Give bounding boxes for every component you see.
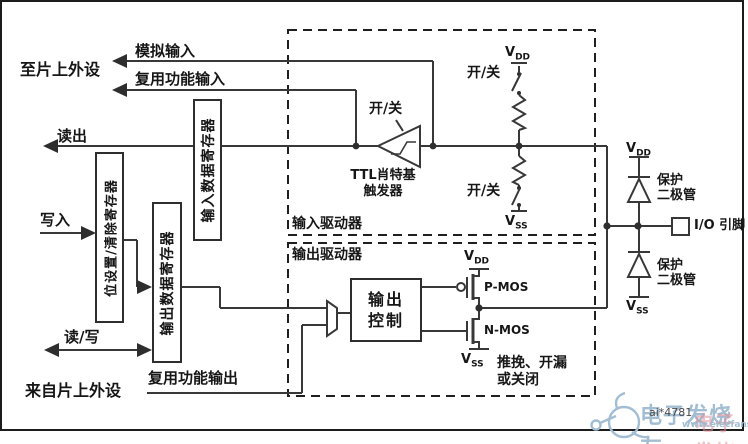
gate-bubble-icon bbox=[456, 282, 466, 292]
mux-symbol bbox=[326, 299, 338, 338]
node-dot bbox=[603, 222, 611, 230]
switch-top-icon bbox=[511, 72, 522, 95]
resistor-pulldown bbox=[510, 155, 527, 186]
to-peripherals-label: 至片上外设 bbox=[20, 60, 101, 79]
arrow-read-left bbox=[43, 139, 58, 153]
protection-diode-bottom-symbol bbox=[626, 226, 652, 298]
wire-af-input bbox=[126, 89, 357, 146]
hysteresis-icon bbox=[391, 141, 416, 155]
bit-set-clear-register-box: 位设置/清除寄存器 bbox=[95, 152, 124, 323]
vdd-pmos-label: VDD bbox=[464, 249, 490, 267]
switch-schmitt-label: 开/关 bbox=[369, 101, 403, 117]
output-data-register-label: 输出数据寄存器 bbox=[160, 230, 176, 335]
protection-diode-top-symbol bbox=[626, 156, 652, 226]
output-mode-label: 推挽、开漏 或关闭 bbox=[497, 355, 567, 388]
watermark-url: www.elecfans.com bbox=[682, 420, 748, 430]
wire-af-output bbox=[147, 324, 327, 394]
arrow-rw-left bbox=[44, 343, 59, 357]
from-peripherals-label: 来自片上外设 bbox=[25, 381, 122, 400]
wire-analog-input bbox=[126, 60, 434, 146]
analog-input-label: 模拟输入 bbox=[135, 42, 196, 60]
io-pin-square bbox=[671, 217, 690, 236]
af-input-label: 复用功能输入 bbox=[135, 70, 226, 88]
node-dot bbox=[634, 222, 642, 230]
input-data-register-label: 输入数据寄存器 bbox=[200, 117, 217, 223]
output-driver-box bbox=[287, 242, 596, 397]
wire-bitset-to-outreg bbox=[124, 239, 141, 288]
pull-down-network bbox=[510, 155, 527, 212]
read-write-label: 读/写 bbox=[64, 328, 100, 346]
switch-bottom-label: 开/关 bbox=[467, 183, 501, 199]
write-label: 写入 bbox=[40, 211, 71, 229]
vdd-diode-label: VDD bbox=[626, 141, 652, 159]
pmos-label: P-MOS bbox=[484, 280, 529, 294]
arrow-analog-left bbox=[112, 54, 127, 68]
io-pin-label: I/O 引脚 bbox=[694, 218, 746, 233]
arrow-afin-left bbox=[112, 83, 127, 97]
schmitt-trigger-symbol bbox=[375, 119, 421, 169]
protect-diode-bottom-label: 保护 二极管 bbox=[657, 258, 697, 288]
switch-bottom-icon bbox=[511, 186, 521, 207]
read-label: 读出 bbox=[57, 127, 88, 145]
bit-set-clear-register-label: 位设置/清除寄存器 bbox=[104, 178, 119, 297]
elecfans-logo-icon bbox=[590, 391, 649, 439]
input-driver-title: 输入驱动器 bbox=[292, 216, 362, 232]
watermark-brand-overlay: 电子发烧友 bbox=[694, 411, 736, 444]
arrow-rw-right bbox=[137, 343, 152, 357]
protect-diode-top-label: 保护 二极管 bbox=[657, 173, 697, 203]
output-control-box: 输出 控制 bbox=[350, 278, 422, 342]
output-control-line1: 输出 bbox=[367, 290, 404, 309]
vss-diode-label: VSS bbox=[626, 299, 649, 317]
switch-top-label: 开/关 bbox=[467, 65, 501, 81]
nmos-symbol bbox=[466, 308, 489, 350]
resistor-pullup bbox=[511, 94, 528, 131]
arrowheads bbox=[43, 54, 152, 357]
arrow-write-right bbox=[81, 226, 96, 240]
switch-tick-icon bbox=[395, 119, 404, 132]
input-driver-box bbox=[287, 29, 596, 236]
junction-nodes bbox=[352, 142, 642, 312]
nmos-label: N-MOS bbox=[484, 323, 530, 337]
schmitt-trigger-label: TTL肖特基 触发器 bbox=[350, 168, 416, 199]
arrow-bitset-right bbox=[137, 280, 152, 294]
node-dot bbox=[475, 304, 483, 312]
watermark-code: ai*4781 bbox=[649, 406, 693, 419]
node-dot bbox=[515, 142, 523, 150]
node-dot bbox=[429, 142, 437, 150]
output-data-register-box: 输出数据寄存器 bbox=[152, 202, 182, 363]
output-driver-title: 输出驱动器 bbox=[292, 247, 362, 263]
input-data-register-box: 输入数据寄存器 bbox=[193, 99, 222, 241]
pmos-symbol bbox=[456, 268, 489, 308]
wire-outreg-to-mux bbox=[182, 286, 327, 309]
vss-pulldown-label: VSS bbox=[505, 214, 528, 232]
vss-nmos-label: VSS bbox=[461, 352, 484, 370]
node-dot bbox=[352, 142, 360, 150]
pull-up-network bbox=[511, 62, 528, 131]
diagram-border bbox=[0, 0, 744, 431]
output-control-line2: 控制 bbox=[367, 311, 404, 330]
watermark-brand: 电子发烧友 bbox=[640, 404, 733, 444]
af-output-label: 复用功能输出 bbox=[148, 369, 239, 387]
vdd-pullup-label: VDD bbox=[505, 45, 531, 63]
